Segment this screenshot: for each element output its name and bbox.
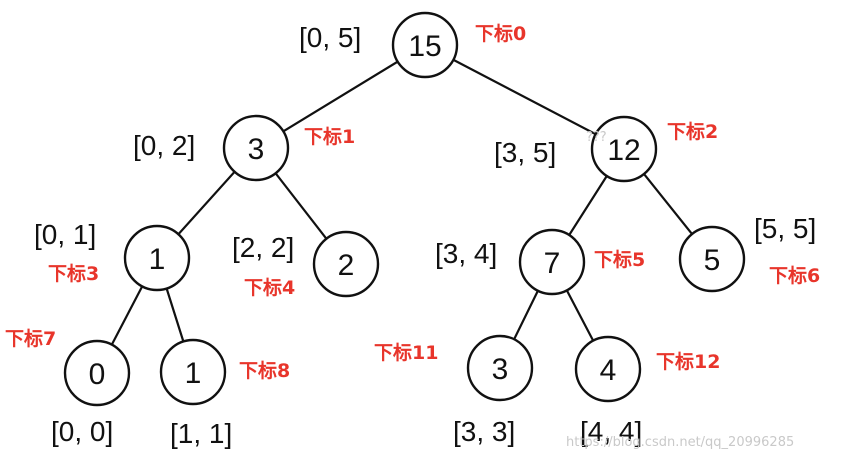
range-label-3: [0, 1] (34, 219, 96, 250)
range-label-7: [0, 0] (51, 416, 113, 447)
node-circle-11 (466, 334, 534, 402)
node-value-0: 15 (408, 30, 441, 63)
node-circle-5 (518, 228, 586, 296)
index-label-12: 下标12 (656, 351, 720, 373)
node-value-6: 5 (704, 244, 721, 277)
index-label-5: 下标5 (594, 249, 645, 271)
index-label-8: 下标8 (239, 360, 290, 382)
range-label-11: [3, 3] (453, 416, 515, 447)
node-circle-1 (222, 114, 290, 182)
watermark-question-marks: ??? (586, 130, 607, 145)
node-value-8: 1 (185, 357, 202, 390)
index-label-0: 下标0 (475, 23, 526, 45)
node-value-2: 12 (607, 134, 640, 167)
node-value-12: 4 (600, 354, 617, 387)
node-values: 15 3 12 1 2 7 5 0 1 3 4 (89, 30, 721, 391)
watermark: ??? https://blog.csdn.net/qq_20996285 (566, 130, 794, 450)
node-value-7: 0 (89, 358, 106, 391)
node-circle-12 (574, 335, 642, 403)
edge-0-2 (423, 43, 626, 151)
index-label-1: 下标1 (304, 126, 355, 148)
index-label-6: 下标6 (769, 265, 820, 287)
node-circle-4 (312, 230, 380, 298)
index-label-2: 下标2 (667, 121, 718, 143)
node-circle-8 (159, 338, 227, 406)
index-label-3: 下标3 (48, 263, 99, 285)
node-value-3: 1 (149, 243, 166, 276)
node-value-1: 3 (248, 133, 265, 166)
watermark-url: https://blog.csdn.net/qq_20996285 (566, 435, 794, 450)
range-label-0: [0, 5] (299, 22, 361, 53)
node-circle-2 (590, 115, 658, 183)
node-circle-7 (63, 339, 131, 407)
range-label-8: [1, 1] (170, 418, 232, 449)
tree-edges (95, 43, 714, 375)
range-label-12: [4, 4] (580, 416, 642, 447)
node-value-4: 2 (338, 249, 355, 282)
range-label-5: [3, 4] (435, 238, 497, 269)
node-circle-6 (678, 225, 746, 293)
node-circle-3 (123, 224, 191, 292)
node-value-5: 7 (544, 247, 561, 280)
index-label-7: 下标7 (5, 328, 56, 350)
range-label-2: [3, 5] (494, 137, 556, 168)
node-value-11: 3 (492, 353, 509, 386)
tree-nodes (63, 11, 746, 407)
range-label-1: [0, 2] (133, 130, 195, 161)
index-label-11: 下标11 (374, 342, 438, 364)
range-label-4: [2, 2] (232, 232, 294, 263)
range-label-6: [5, 5] (754, 213, 816, 244)
range-labels: [0, 5] [0, 2] [3, 5] [0, 1] [2, 2] [3, 4… (34, 22, 816, 449)
node-circle-0 (391, 11, 459, 79)
index-label-4: 下标4 (244, 277, 295, 299)
index-labels: 下标0 下标1 下标2 下标3 下标4 下标5 下标6 下标7 下标8 下标11… (5, 23, 820, 382)
